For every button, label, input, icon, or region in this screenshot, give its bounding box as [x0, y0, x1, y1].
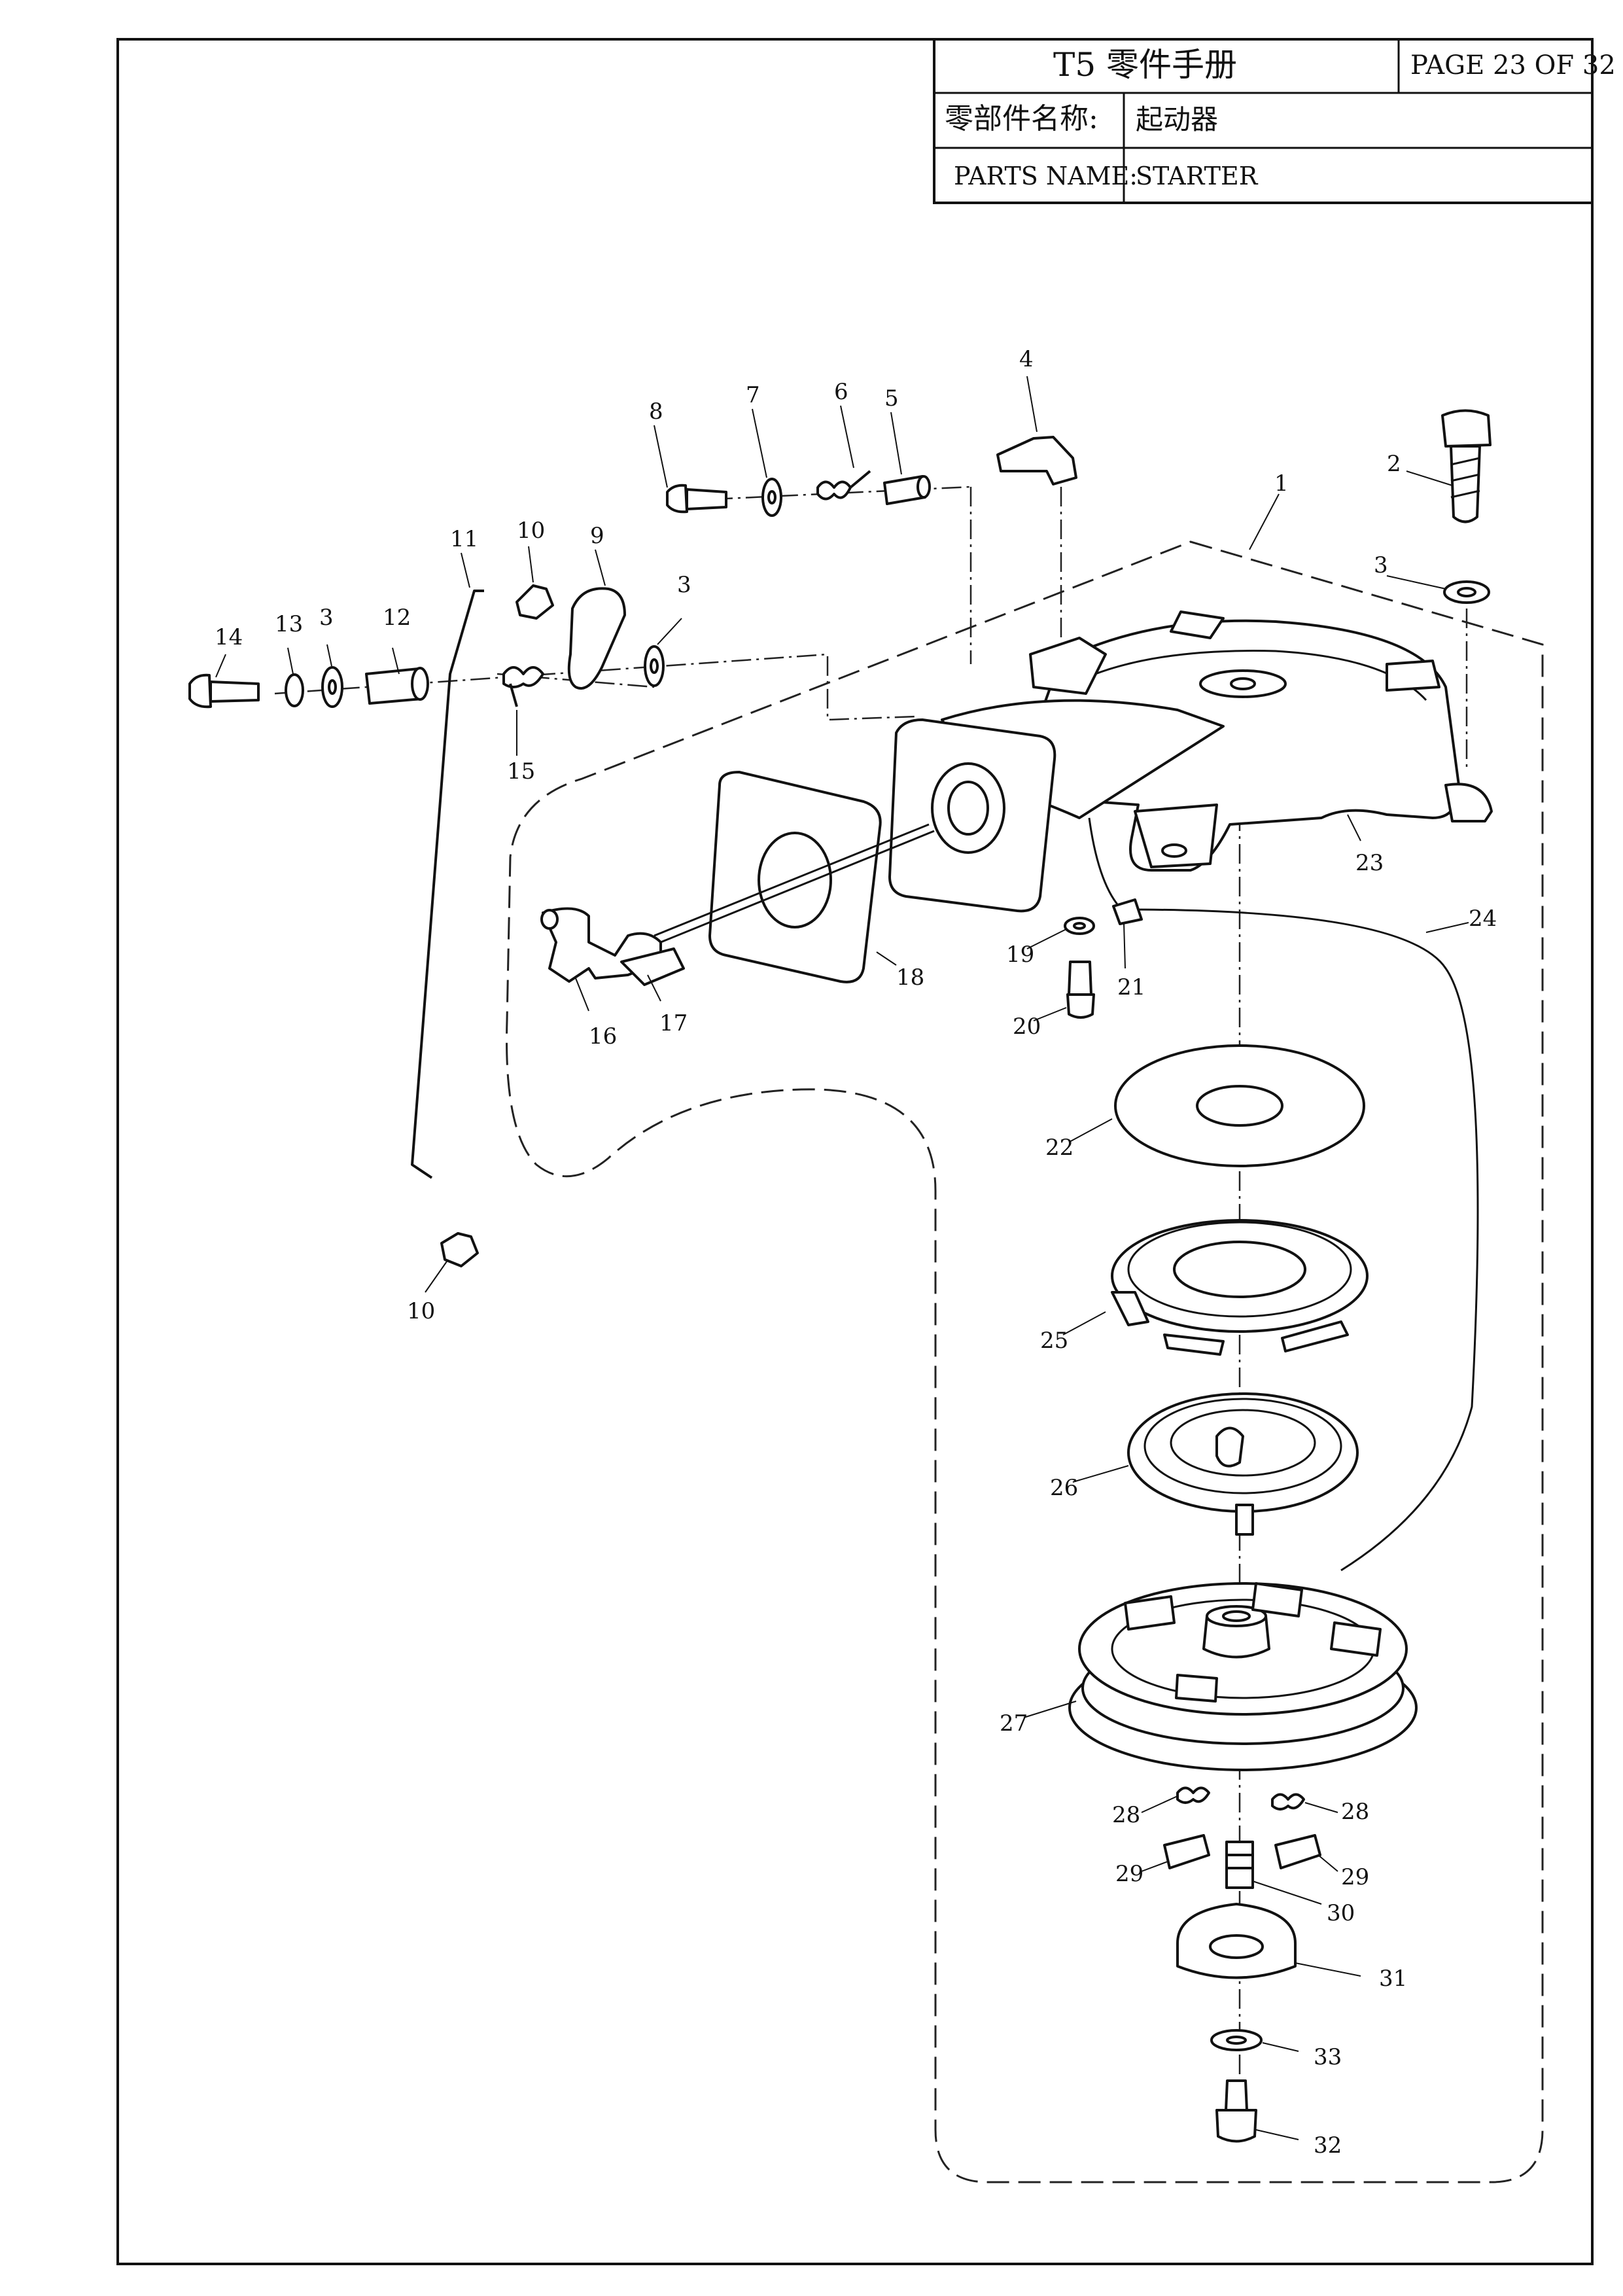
rubber-cushion: [708, 771, 882, 983]
callout-25: 25: [1040, 1328, 1068, 1354]
callout-28: 28: [1112, 1802, 1140, 1828]
page-frame: [116, 38, 1594, 2265]
callout-14: 14: [215, 624, 243, 650]
assembly-boundary: [506, 540, 1544, 2183]
callout-1: 1: [1274, 470, 1289, 497]
parts-name-label-cn: 零部件名称:: [945, 102, 1098, 135]
washer-13: [285, 673, 304, 707]
disc-22: [1114, 1044, 1365, 1167]
callout-labels: 1 2 3 3 3 4 5 6 7 8 9 10 10 11 12 13 14 …: [215, 346, 1497, 2159]
parts-name-value-en: STARTER: [1136, 162, 1258, 190]
washer-33: [1210, 2029, 1263, 2051]
bracket-4: [996, 436, 1077, 486]
pawl-29-right: [1274, 1834, 1321, 1869]
reel-27: [1068, 1582, 1418, 1771]
screw-14: [188, 673, 260, 709]
ratchet-31: [1176, 1903, 1297, 1979]
callout-31: 31: [1379, 1966, 1407, 1992]
callout-18: 18: [896, 964, 924, 991]
page-number: PAGE 23 OF 32: [1410, 50, 1616, 80]
callout-15: 15: [507, 758, 535, 785]
spring-30: [1225, 1841, 1254, 1889]
washer-3-middle: [644, 645, 665, 687]
callout-10: 10: [407, 1298, 435, 1324]
callout-2: 2: [1387, 451, 1401, 477]
leader-lines: [215, 376, 1469, 2140]
callout-6: 6: [834, 379, 848, 405]
callout-21: 21: [1117, 974, 1145, 1000]
lever-9: [567, 587, 626, 690]
screw-20: [1066, 961, 1095, 1019]
callout-4: 4: [1019, 346, 1034, 372]
washer-3-left: [321, 666, 343, 708]
callout-29: 29: [1115, 1861, 1143, 1887]
header-table: [933, 38, 1594, 204]
callout-24: 24: [1469, 906, 1497, 932]
callout-8: 8: [649, 398, 663, 425]
callout-3: 3: [319, 605, 334, 631]
callout-28: 28: [1341, 1799, 1369, 1825]
spring-15: [502, 666, 544, 707]
sleeve-5: [883, 475, 931, 505]
recoil-spring-26: [1127, 1392, 1359, 1536]
bolt-32: [1215, 2079, 1257, 2143]
callout-17: 17: [659, 1010, 688, 1036]
washer-19: [1064, 917, 1095, 935]
callout-10: 10: [517, 518, 545, 544]
spring-6: [816, 470, 871, 501]
callout-16: 16: [589, 1023, 617, 1050]
callout-29: 29: [1341, 1864, 1369, 1890]
washer-7: [761, 478, 782, 517]
manual-title: T5 零件手册: [1053, 46, 1238, 84]
spring-28-right: [1271, 1793, 1305, 1810]
callout-9: 9: [590, 523, 604, 549]
callout-23: 23: [1355, 850, 1384, 876]
spring-28-left: [1176, 1786, 1210, 1804]
parts-name-label-en: PARTS NAME:: [954, 162, 1138, 190]
callout-3: 3: [677, 572, 691, 598]
callout-5: 5: [884, 385, 899, 412]
clip-10-top: [515, 584, 554, 620]
handle-assembly: [540, 907, 685, 986]
callout-32: 32: [1314, 2132, 1342, 2159]
callout-3: 3: [1374, 552, 1388, 578]
callout-33: 33: [1314, 2044, 1342, 2070]
callout-26: 26: [1050, 1475, 1078, 1501]
callout-11: 11: [450, 526, 478, 552]
washer-3-right: [1443, 580, 1490, 604]
clip-10-bottom: [440, 1232, 479, 1267]
callout-22: 22: [1045, 1135, 1073, 1161]
callout-30: 30: [1327, 1900, 1355, 1926]
rope-guide-box: [888, 699, 1225, 913]
screw-8: [666, 484, 727, 514]
callout-19: 19: [1006, 942, 1034, 968]
callout-12: 12: [383, 605, 411, 631]
grommet-21: [1112, 898, 1143, 925]
starter-housing: [1024, 610, 1493, 872]
spring-case-25: [1111, 1219, 1369, 1356]
parts-name-value-cn: 起动器: [1136, 103, 1219, 135]
callout-7: 7: [746, 382, 760, 408]
pawl-29-left: [1163, 1834, 1210, 1869]
callout-13: 13: [275, 611, 303, 637]
bush-12: [365, 667, 429, 705]
callout-27: 27: [1000, 1710, 1028, 1737]
screw-2: [1441, 409, 1492, 523]
link-rod: [411, 590, 484, 1179]
callout-20: 20: [1013, 1014, 1041, 1040]
